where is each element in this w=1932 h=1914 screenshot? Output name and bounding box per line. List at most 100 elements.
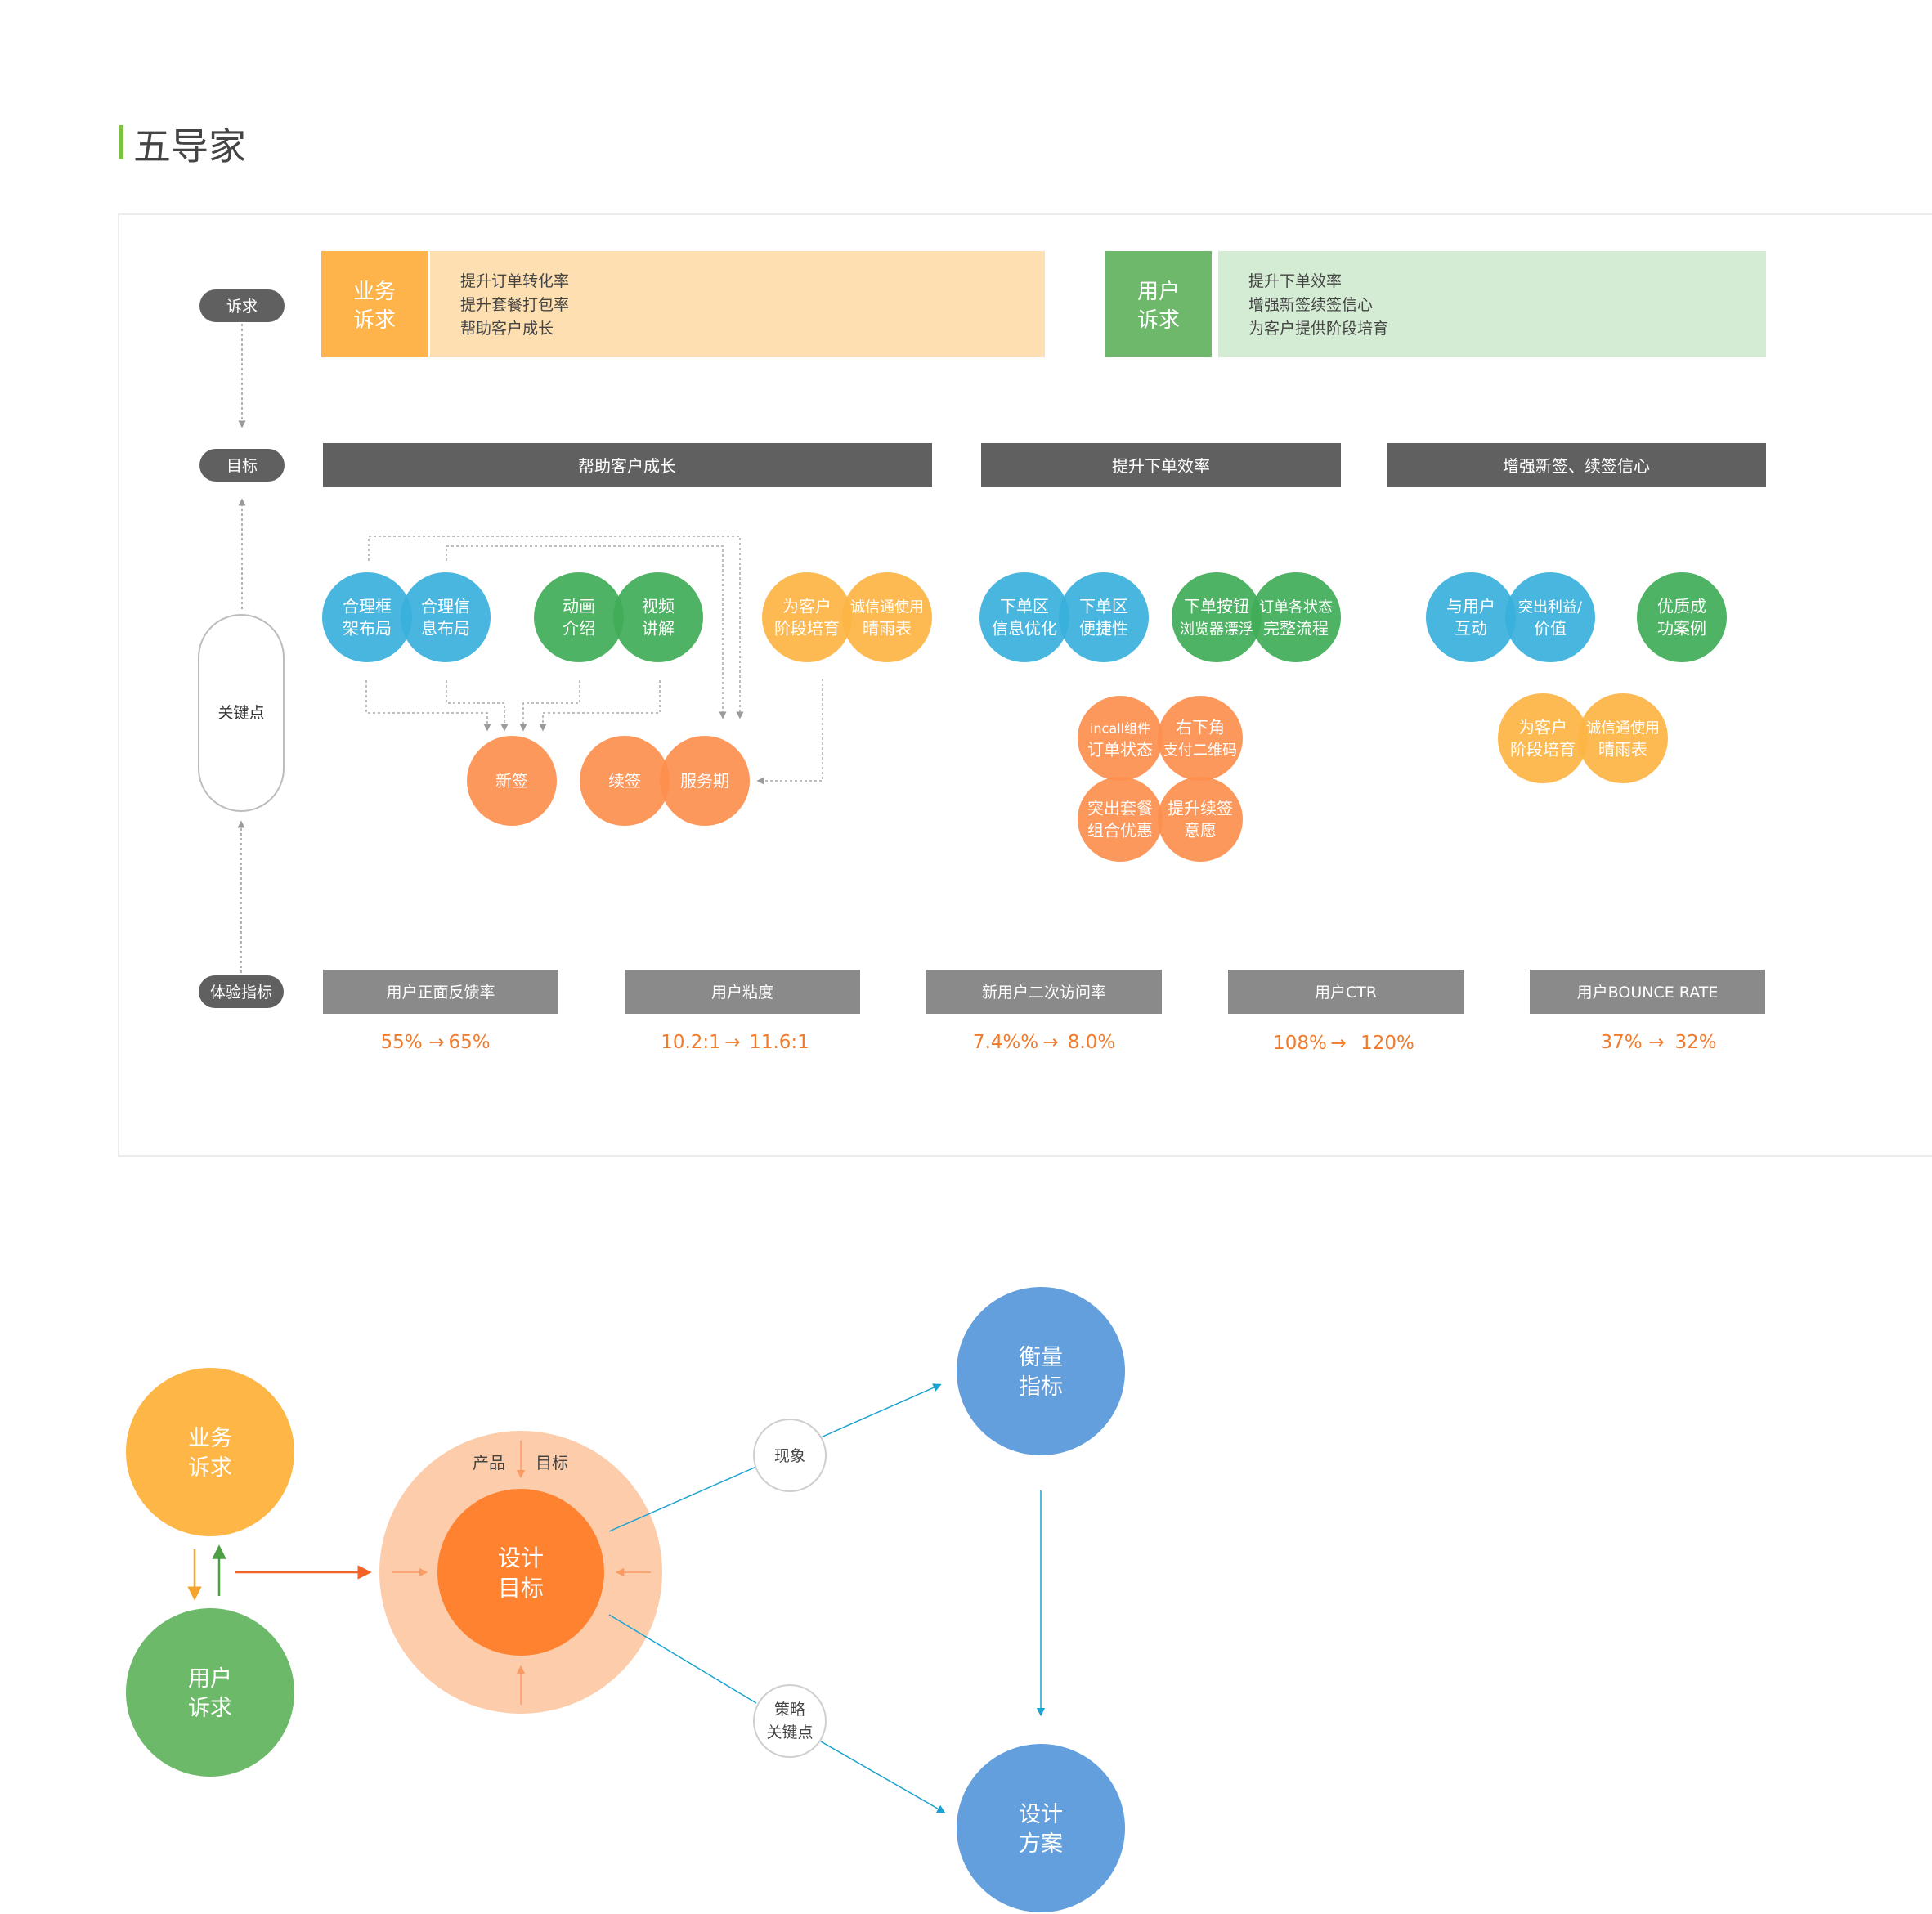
metric-value: 10.2:1 → 11.6:1 xyxy=(661,1032,809,1053)
svg-text:业务: 业务 xyxy=(188,1426,232,1451)
metric-value: 55% → 65% xyxy=(380,1032,490,1053)
key-point-circle xyxy=(1158,777,1243,862)
target-label: 目标 xyxy=(536,1453,568,1472)
svg-text:诉求: 诉求 xyxy=(226,298,258,316)
metric-bar: 用户粘度 xyxy=(625,970,860,1014)
key-point-circle xyxy=(1078,777,1163,862)
key-point-text: 续签 xyxy=(608,771,641,791)
arrow-glyph: → xyxy=(1330,1033,1346,1054)
design-goal-core xyxy=(437,1489,604,1656)
key-point-d3: 服务期 xyxy=(660,736,750,826)
key-point-text: 组合优惠 xyxy=(1087,821,1153,840)
key-point-text: 下单区 xyxy=(1079,597,1128,616)
key-point-text: 阶段培育 xyxy=(1510,740,1576,760)
user-appeal-box: 用户 诉求 提升下单效率 增强新签续签信心 为客户提供阶段培育 xyxy=(1105,251,1766,357)
key-point-text: 视频 xyxy=(642,597,675,616)
core-label-line1: 设计 xyxy=(498,1544,544,1571)
key-point-text: 下单按钮 xyxy=(1184,597,1249,616)
metric-value: 37% → 32% xyxy=(1600,1032,1716,1053)
svg-text:用户BOUNCE RATE: 用户BOUNCE RATE xyxy=(1577,984,1719,1002)
arrow-glyph: → xyxy=(428,1032,444,1053)
key-point-d2: 续签 xyxy=(580,736,670,826)
key-point-text: 支付二维码 xyxy=(1163,742,1237,760)
key-point-text: 为客户 xyxy=(782,597,832,616)
key-point-circle xyxy=(580,736,670,826)
key-point-text: 为客户 xyxy=(1518,718,1567,737)
key-point-circle xyxy=(1505,572,1595,662)
phenomenon-node xyxy=(753,1419,827,1492)
svg-text:诉求: 诉求 xyxy=(188,1455,232,1481)
svg-text:用户粘度: 用户粘度 xyxy=(711,984,773,1002)
key-point-text: 浏览器漂浮 xyxy=(1180,621,1253,639)
key-points-label: 关键点 xyxy=(198,614,285,812)
metrics-label: 体验指标 xyxy=(199,975,284,1008)
key-point-text: 动画 xyxy=(563,597,595,616)
key-point-circle xyxy=(1578,693,1668,783)
svg-text:指标: 指标 xyxy=(1019,1374,1063,1400)
key-point-circle xyxy=(660,736,750,826)
key-point-text: 讲解 xyxy=(642,619,675,639)
svg-text:65%: 65% xyxy=(448,1032,490,1053)
key-point-text: 与用户 xyxy=(1446,597,1495,616)
svg-text:新用户二次访问率: 新用户二次访问率 xyxy=(982,984,1106,1002)
svg-text:用户: 用户 xyxy=(188,1666,232,1692)
goal-bar: 增强新签、续签信心 xyxy=(1387,443,1766,487)
key-point-circle xyxy=(322,572,412,662)
key-point-text: 信息优化 xyxy=(992,619,1057,639)
user-appeal-item: 提升下单效率 xyxy=(1248,272,1342,290)
key-point-d1: 新签 xyxy=(467,736,557,826)
key-point-text: 订单状态 xyxy=(1087,740,1153,760)
metric-value: 108% → 120% xyxy=(1273,1033,1414,1054)
goal-label: 目标 xyxy=(199,449,285,482)
title-accent-bar xyxy=(119,125,123,159)
svg-text:37%: 37% xyxy=(1600,1032,1642,1053)
svg-text:帮助客户成长: 帮助客户成长 xyxy=(578,456,676,476)
key-point-text: 提升续签 xyxy=(1168,799,1233,818)
key-point-circle xyxy=(1078,696,1163,781)
key-point-text: incall组件 xyxy=(1090,721,1150,737)
svg-text:7.4%%: 7.4%% xyxy=(973,1032,1038,1053)
svg-text:10.2:1: 10.2:1 xyxy=(661,1032,721,1053)
key-point-circle xyxy=(1059,572,1149,662)
svg-text:设计: 设计 xyxy=(1019,1802,1063,1827)
key-point-text: 服务期 xyxy=(680,771,729,791)
key-point-text: 订单各状态 xyxy=(1259,599,1333,616)
axis-connectors xyxy=(237,324,246,973)
key-point-circle xyxy=(401,572,491,662)
business-appeal-circle xyxy=(126,1368,294,1536)
user-appeal-item: 增强新签续签信心 xyxy=(1248,296,1373,314)
business-appeal-item: 提升订单转化率 xyxy=(460,272,569,290)
key-point-text: 介绍 xyxy=(563,619,595,639)
measure-metric-circle xyxy=(957,1287,1125,1455)
key-point-text: 晴雨表 xyxy=(863,619,912,639)
business-appeal-tag-line2: 诉求 xyxy=(353,308,396,333)
metric-value: 7.4%% → 8.0% xyxy=(973,1032,1115,1053)
key-point-circle xyxy=(467,736,557,826)
key-point-circle xyxy=(762,572,852,662)
page-title: 五导家 xyxy=(133,124,246,168)
svg-text:策略: 策略 xyxy=(774,1701,805,1719)
svg-text:关键点: 关键点 xyxy=(217,704,264,722)
key-point-text: 突出利益/ xyxy=(1518,599,1583,616)
user-appeal-item: 为客户提供阶段培育 xyxy=(1248,320,1388,338)
key-point-text: 架布局 xyxy=(343,619,392,639)
key-point-circle xyxy=(534,572,624,662)
goal-bar: 提升下单效率 xyxy=(981,443,1341,487)
product-label: 产品 xyxy=(473,1453,505,1472)
key-point-circles: 合理框架布局合理信息布局动画介绍视频讲解为客户阶段培育诚信通使用晴雨表新签续签服… xyxy=(322,572,1727,862)
arrow-glyph: → xyxy=(1648,1032,1664,1053)
key-point-text: 诚信通使用 xyxy=(850,599,924,616)
svg-text:11.6:1: 11.6:1 xyxy=(749,1032,809,1053)
key-point-text: 互动 xyxy=(1455,619,1487,639)
key-point-circle xyxy=(1637,572,1727,662)
